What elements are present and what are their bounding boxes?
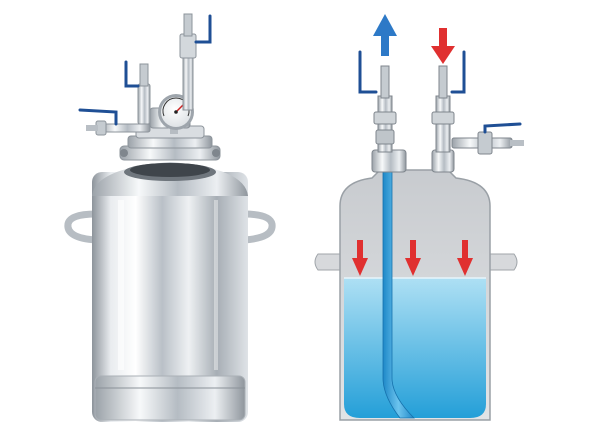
dip-tube (382, 169, 415, 419)
right-handle (243, 210, 276, 244)
pressure-gauge-icon (158, 94, 194, 134)
left-lug (314, 253, 345, 271)
outlet-fitting (358, 50, 407, 173)
side-valve (78, 108, 151, 136)
tank-photo (64, 13, 276, 422)
left-handle (64, 210, 97, 244)
pressure-arrow-right (457, 240, 473, 276)
right-lug (487, 253, 518, 271)
tank-body (92, 172, 248, 422)
tank-cross-section (314, 14, 524, 421)
liquid-fill (344, 278, 486, 418)
top-riser (179, 13, 212, 111)
pressure-arrow-left (352, 240, 368, 276)
arrow-up-icon (373, 14, 397, 56)
pressure-arrow-center (405, 240, 421, 276)
gas-inlet-fitting (431, 50, 524, 173)
arrow-down-icon (431, 28, 455, 64)
inlet-fitting (124, 60, 151, 125)
tank-base-band (94, 375, 246, 421)
